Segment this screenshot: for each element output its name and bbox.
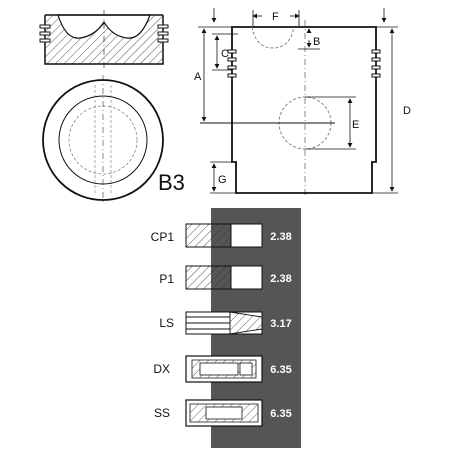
dim-label-d: D (403, 105, 411, 117)
dim-label-a: A (194, 71, 202, 83)
ring-list: CP1 2.38 P1 2.38 LS 3.17 DX 6.35 (151, 223, 292, 427)
dim-label-c: C (221, 48, 229, 60)
piston-side-view (200, 20, 381, 198)
ring-name: LS (159, 316, 174, 330)
ring-row: P1 2.38 (159, 265, 292, 290)
dim-label-e: E (352, 119, 359, 131)
ring-name: P1 (159, 272, 174, 286)
model-label: B3 (158, 170, 185, 195)
dimension-letters: A B C D E F G (194, 11, 411, 186)
dim-label-g: G (218, 174, 227, 186)
piston-crown-section (39, 10, 169, 70)
ring-row: DX 6.35 (153, 355, 292, 383)
ring-width-value: 6.35 (270, 364, 291, 376)
piston-top-view (42, 75, 164, 205)
ring-row: CP1 2.38 (151, 223, 292, 248)
ring-width-value: 2.38 (270, 273, 291, 285)
ring-name: SS (154, 406, 170, 420)
ring-name: CP1 (151, 230, 175, 244)
dimension-lines (198, 8, 398, 194)
ring-width-value: 6.35 (270, 408, 291, 420)
ring-width-value: 3.17 (270, 318, 291, 330)
ring-name: DX (153, 362, 170, 376)
dim-label-f: F (272, 11, 279, 23)
ring-row: SS 6.35 (154, 399, 292, 427)
dim-label-b: B (313, 36, 320, 48)
ring-row: LS 3.17 (159, 311, 292, 335)
ring-width-value: 2.38 (270, 231, 291, 243)
